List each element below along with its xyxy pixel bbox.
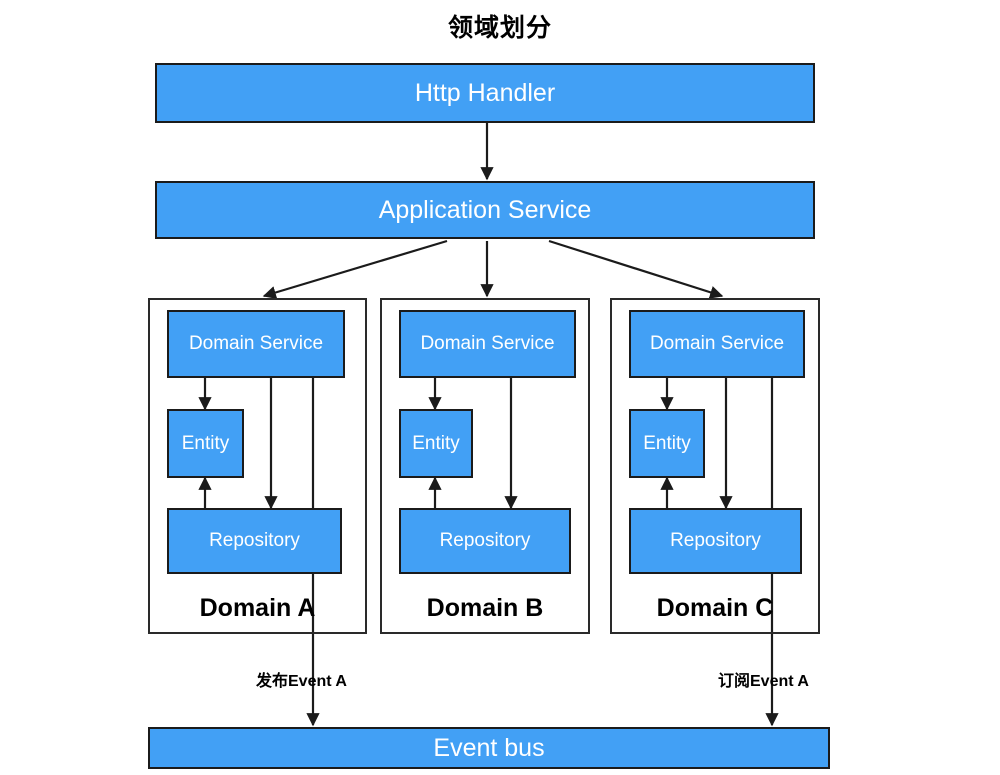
subscribe-event-label: 订阅Event A	[718, 673, 809, 690]
domain-b-label: Domain B	[426, 594, 544, 622]
domain-a-repository-box[interactable]: Repository	[167, 508, 342, 574]
page-title: 领域划分	[447, 14, 552, 42]
domain-container-a[interactable]	[148, 298, 367, 634]
domain-b-service-box[interactable]: Domain Service	[399, 310, 576, 378]
http-handler-box[interactable]: Http Handler	[155, 63, 815, 123]
domain-c-entity-box[interactable]: Entity	[629, 409, 705, 478]
application-service-box[interactable]: Application Service	[155, 181, 815, 239]
domain-container-c[interactable]	[610, 298, 820, 634]
domain-b-entity-box[interactable]: Entity	[399, 409, 473, 478]
domain-a-service-box[interactable]: Domain Service	[167, 310, 345, 378]
domain-c-service-box[interactable]: Domain Service	[629, 310, 805, 378]
domain-container-b[interactable]	[380, 298, 590, 634]
domain-b-repository-box[interactable]: Repository	[399, 508, 571, 574]
domain-c-label: Domain C	[656, 594, 774, 622]
domain-a-label: Domain A	[199, 594, 316, 622]
edge-appsvc-to-domain-c	[548, 239, 724, 299]
edge-appsvc-to-domain-a	[262, 239, 448, 299]
publish-event-label: 发布Event A	[256, 673, 347, 690]
event-bus-box[interactable]: Event bus	[148, 727, 830, 769]
domain-a-entity-box[interactable]: Entity	[167, 409, 244, 478]
domain-c-repository-box[interactable]: Repository	[629, 508, 802, 574]
